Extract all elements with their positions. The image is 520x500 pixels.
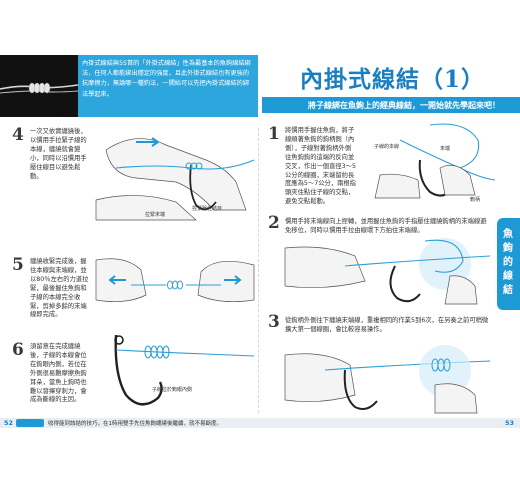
subtitle-bar xyxy=(262,97,520,113)
step-6-number: 6 xyxy=(12,340,24,360)
step-6-text: 須留意在完成纏繞後，子線的本線會位在鉤眼內側，若位在外側很易難摩擦魚鉤耳朵，當魚… xyxy=(30,343,87,404)
page-number-left: 52 xyxy=(4,419,14,427)
label-hold-fingers: 捏緊壓住結目 xyxy=(192,206,223,212)
step-3-number: 3 xyxy=(268,312,280,332)
step-2-text: 慣用手將末端線向上捏轉，並用握住魚鉤的手指壓住纏繞鉤柄的末端線避免移位，同時以慣… xyxy=(285,218,487,234)
step-5-illustration xyxy=(95,258,255,302)
footer-bar xyxy=(0,418,520,428)
label-pull-end: 拉緊末端 xyxy=(145,212,166,218)
step-4-illustration xyxy=(95,137,255,221)
step-2-number: 2 xyxy=(268,213,280,233)
step-1-number: 1 xyxy=(268,124,280,144)
step-1-illustration xyxy=(374,123,496,199)
step-4-text: 一次又依實纏繞後，以慣用手拉緊子線的本線，纏繞就會變小，同時以沿慣用手壓住線目以… xyxy=(30,128,87,180)
step-2-illustration xyxy=(284,238,491,305)
page-title: 內掛式線結（1） xyxy=(300,66,486,93)
page-number-right: 53 xyxy=(505,419,515,427)
label-main-line: 子線的本線 xyxy=(374,144,400,150)
footer-text: 收得能到該結的技巧，在1時用雙手先住魚鉤纏繞後繼續，就不易斷度。 xyxy=(48,421,223,427)
knot-photo-illustration xyxy=(0,82,78,94)
label-tag-end: 末端 xyxy=(440,146,451,152)
step-3-text: 從鉤柄外側往下纏繞末端線，重複相同的作業5到6次，在另奏之前可稍微擴大第一個線圈… xyxy=(285,317,489,333)
step-1-text: 將慣用手握住魚鉤，將子線順著魚鉤的鉤柄側（內側），子線對著鉤柄外側往魚鉤鉤的這端… xyxy=(285,127,356,206)
label-shank: 鉤柄 xyxy=(470,197,481,203)
knot-photo xyxy=(0,55,78,117)
spine-divider xyxy=(258,128,259,413)
footer-badge xyxy=(16,419,44,427)
intro-text: 內掛式線結與5S首的「外掛式線結」性為最基本的魚鉤線結綁法，任何人都能綁出穩定的… xyxy=(82,60,251,98)
step-3-illustration xyxy=(284,345,491,414)
step-4-number: 4 xyxy=(12,125,24,145)
label-inner-side: 子線位於鉤眼內側 xyxy=(152,387,193,393)
step-5-number: 5 xyxy=(12,255,24,275)
section-tab[interactable]: 魚鉤的線結 xyxy=(497,218,520,310)
step-5-text: 纏繞收緊完成後，握住本線與末端線，並以80％左右的力道拉緊，最後握住魚鉤和子線的… xyxy=(30,258,89,319)
section-tab-label: 魚鉤的線結 xyxy=(503,229,513,296)
page-subtitle: 將子線綁在魚鉤上的經典線結，一開始就先學起來吧！ xyxy=(308,101,500,110)
intro-panel xyxy=(78,55,258,117)
step-6-illustration xyxy=(114,334,255,406)
